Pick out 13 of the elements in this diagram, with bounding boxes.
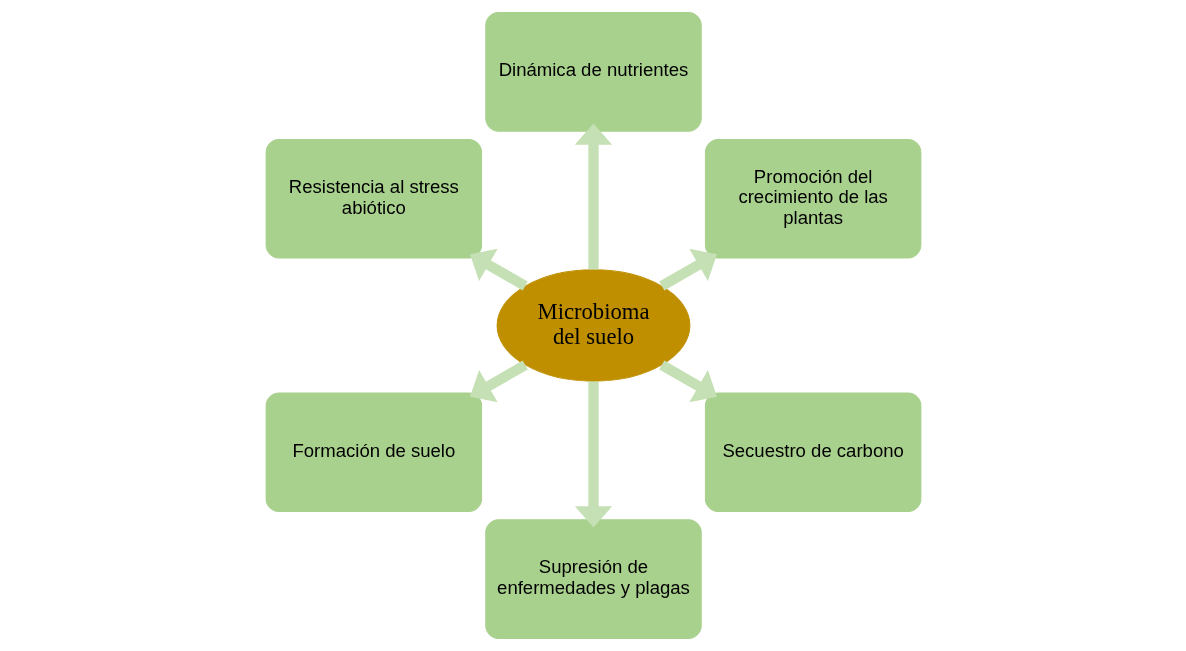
- node-box: Supresión de enfermedades y plagas: [484, 519, 702, 639]
- node-box: Resistencia al stress abiótico: [265, 138, 482, 259]
- arrow: [658, 360, 717, 403]
- arrow: [469, 248, 528, 291]
- arrow: [574, 123, 612, 270]
- node-box: Formación de suelo: [265, 392, 482, 513]
- arrow: [574, 381, 612, 528]
- arrow: [469, 360, 528, 403]
- node-box: Secuestro de carbono: [704, 392, 921, 513]
- arrow: [658, 248, 717, 291]
- node-box: Promoción del crecimiento de las plantas: [704, 138, 921, 259]
- node-ellipse: Microbioma del suelo: [496, 269, 690, 382]
- node-box: Dinámica de nutrientes: [484, 12, 702, 132]
